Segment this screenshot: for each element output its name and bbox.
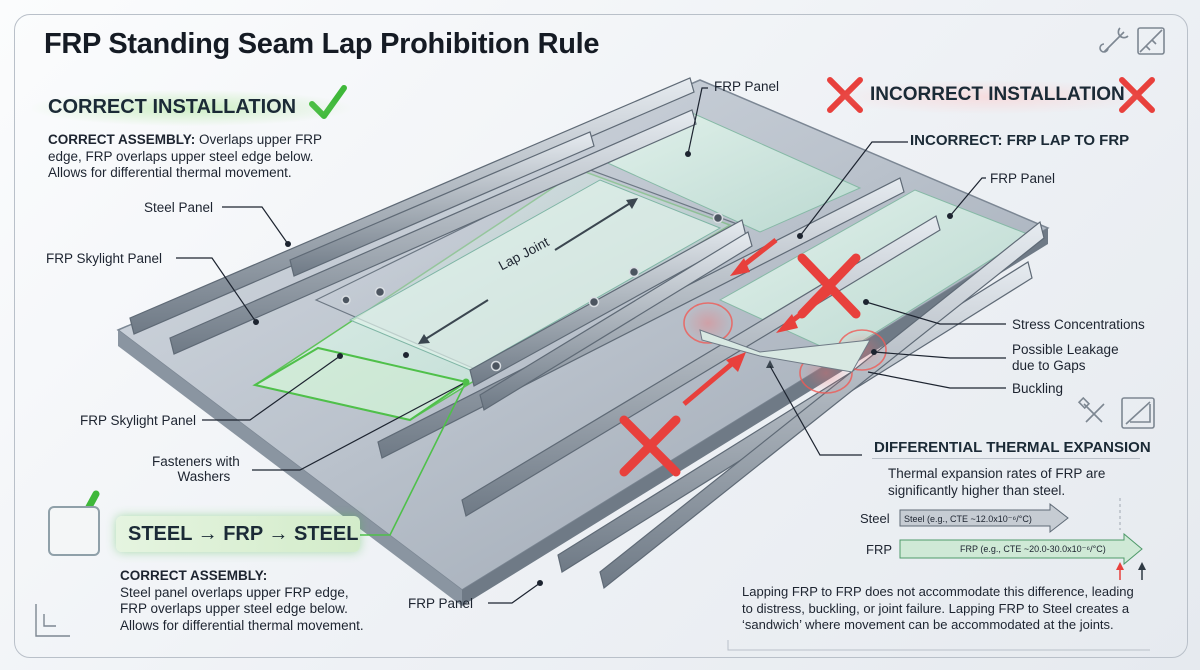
thermal-desc: Thermal expansion rates of FRP are signi… [888, 466, 1105, 499]
incorrect-heading: INCORRECT INSTALLATION [870, 84, 1125, 105]
thermal-note-1: Lapping FRP to FRP does not accommodate … [742, 584, 1134, 599]
thermal-note-2: to distress, buckling, or joint failure.… [742, 600, 1130, 616]
thermal-desc-2: significantly higher than steel. [888, 482, 1066, 498]
correct-heading: CORRECT INSTALLATION [48, 96, 297, 118]
ruler-icon [1137, 27, 1165, 55]
sequence-pill: STEEL → FRP → STEEL [116, 516, 360, 552]
assembly-bottom-line3: Allows for differential thermal movement… [120, 617, 364, 633]
frp-bar-label: FRP [866, 542, 892, 557]
roof-front-edge [118, 330, 462, 606]
assembly-bottom-line1: Steel panel overlaps upper FRP edge, [120, 584, 349, 600]
label-fasteners: Fasteners with Washers [152, 454, 240, 484]
label-fasteners-1: Fasteners with [152, 454, 240, 469]
assembly-top-line2: edge, FRP overlaps upper steel edge belo… [48, 148, 314, 164]
assembly-top-rest: Overlaps upper FRP [195, 132, 323, 147]
red-arrow-3-head [726, 352, 746, 372]
roof-right-edge [462, 228, 1048, 606]
assembly-top-line3: Allows for differential thermal movement… [48, 165, 292, 180]
frp-bar-text: FRP (e.g., CTE ~20.0-30.0x10⁻⁶/°C) [960, 544, 1106, 554]
label-leakage-1: Possible Leakage [1012, 342, 1119, 357]
standing-seams [129, 77, 1045, 590]
label-fasteners-2: Washers [177, 469, 231, 484]
thermal-heading: DIFFERENTIAL THERMAL EXPANSION [874, 439, 1151, 456]
assembly-bottom-line2: FRP overlaps upper steel edge below. [120, 601, 348, 616]
stress-glow-1 [683, 302, 733, 344]
red-arrow-1-head [730, 258, 750, 276]
label-leakage-2: due to Gaps [1012, 358, 1086, 373]
correct-assembly-top: CORRECT ASSEMBLY: Overlaps upper FRP edg… [48, 132, 322, 182]
green-leader-dot [462, 378, 470, 386]
correct-heading-glow [32, 90, 350, 126]
steel-bar-text: Steel (e.g., CTE ~12.0x10⁻⁶/°C) [904, 514, 1032, 524]
thermal-desc-1: Thermal expansion rates of FRP are [888, 466, 1106, 481]
label-leakage: Possible Leakage due to Gaps [1012, 342, 1119, 374]
correct-assembly-bottom: CORRECT ASSEMBLY: Steel panel overlaps u… [120, 568, 364, 634]
buckled-lap [699, 329, 871, 373]
steel-bar-label: Steel [860, 511, 890, 526]
label-frp-skylight-2: FRP Skylight Panel [80, 413, 197, 428]
thermal-note: Lapping FRP to FRP does not accommodate … [742, 584, 1134, 634]
red-arrow-2-head [776, 314, 798, 333]
label-buckling: Buckling [1012, 381, 1064, 396]
hammer-wrench-icon [1077, 396, 1105, 423]
label-frp-panel-top: FRP Panel [714, 79, 780, 94]
label-frp-panel-right: FRP Panel [990, 171, 1056, 186]
incorrect-subheading: INCORRECT: FRP LAP TO FRP [910, 132, 1130, 149]
assembly-bottom-bold: CORRECT ASSEMBLY: [120, 568, 268, 583]
sequence-text: STEEL → FRP → STEEL [128, 523, 359, 545]
ruler-triangle-icon [1121, 397, 1155, 429]
thermal-divider [872, 458, 1140, 459]
leader-lines [176, 87, 1006, 604]
frp-expansion-bar [899, 532, 1143, 566]
note-bracket [727, 640, 1150, 651]
thermal-note-3: ‘sandwich’ where movement can be accommo… [742, 617, 1114, 632]
label-steel-panel: Steel Panel [144, 200, 214, 215]
frame-border [14, 14, 1188, 658]
buckling-marker [766, 360, 774, 368]
red-arrow-3 [682, 360, 736, 406]
lap-arrow-up-head [626, 198, 638, 209]
check-box [48, 506, 100, 556]
lap-arrow-down [423, 299, 489, 341]
lap-arrow-down-head [418, 334, 430, 344]
fastener-screws [341, 212, 724, 372]
label-frp-skylight-1: FRP Skylight Panel [46, 251, 163, 266]
label-stress: Stress Concentrations [1012, 317, 1145, 332]
cross-icon [619, 415, 681, 477]
page-title: FRP Standing Seam Lap Prohibition Rule [44, 28, 600, 60]
lap-arrow-up [554, 201, 633, 251]
corner-bracket-icon [35, 604, 70, 637]
tools-icon [1099, 27, 1129, 53]
cross-icon [797, 253, 861, 319]
frp-lap-plate [348, 179, 722, 371]
steel-expansion-bar [899, 502, 1069, 534]
label-frp-panel-bottom: FRP Panel [408, 596, 474, 611]
incorrect-heading-glow [832, 80, 1148, 114]
green-leader [360, 381, 467, 536]
assembly-top-bold: CORRECT ASSEMBLY: [48, 132, 196, 147]
